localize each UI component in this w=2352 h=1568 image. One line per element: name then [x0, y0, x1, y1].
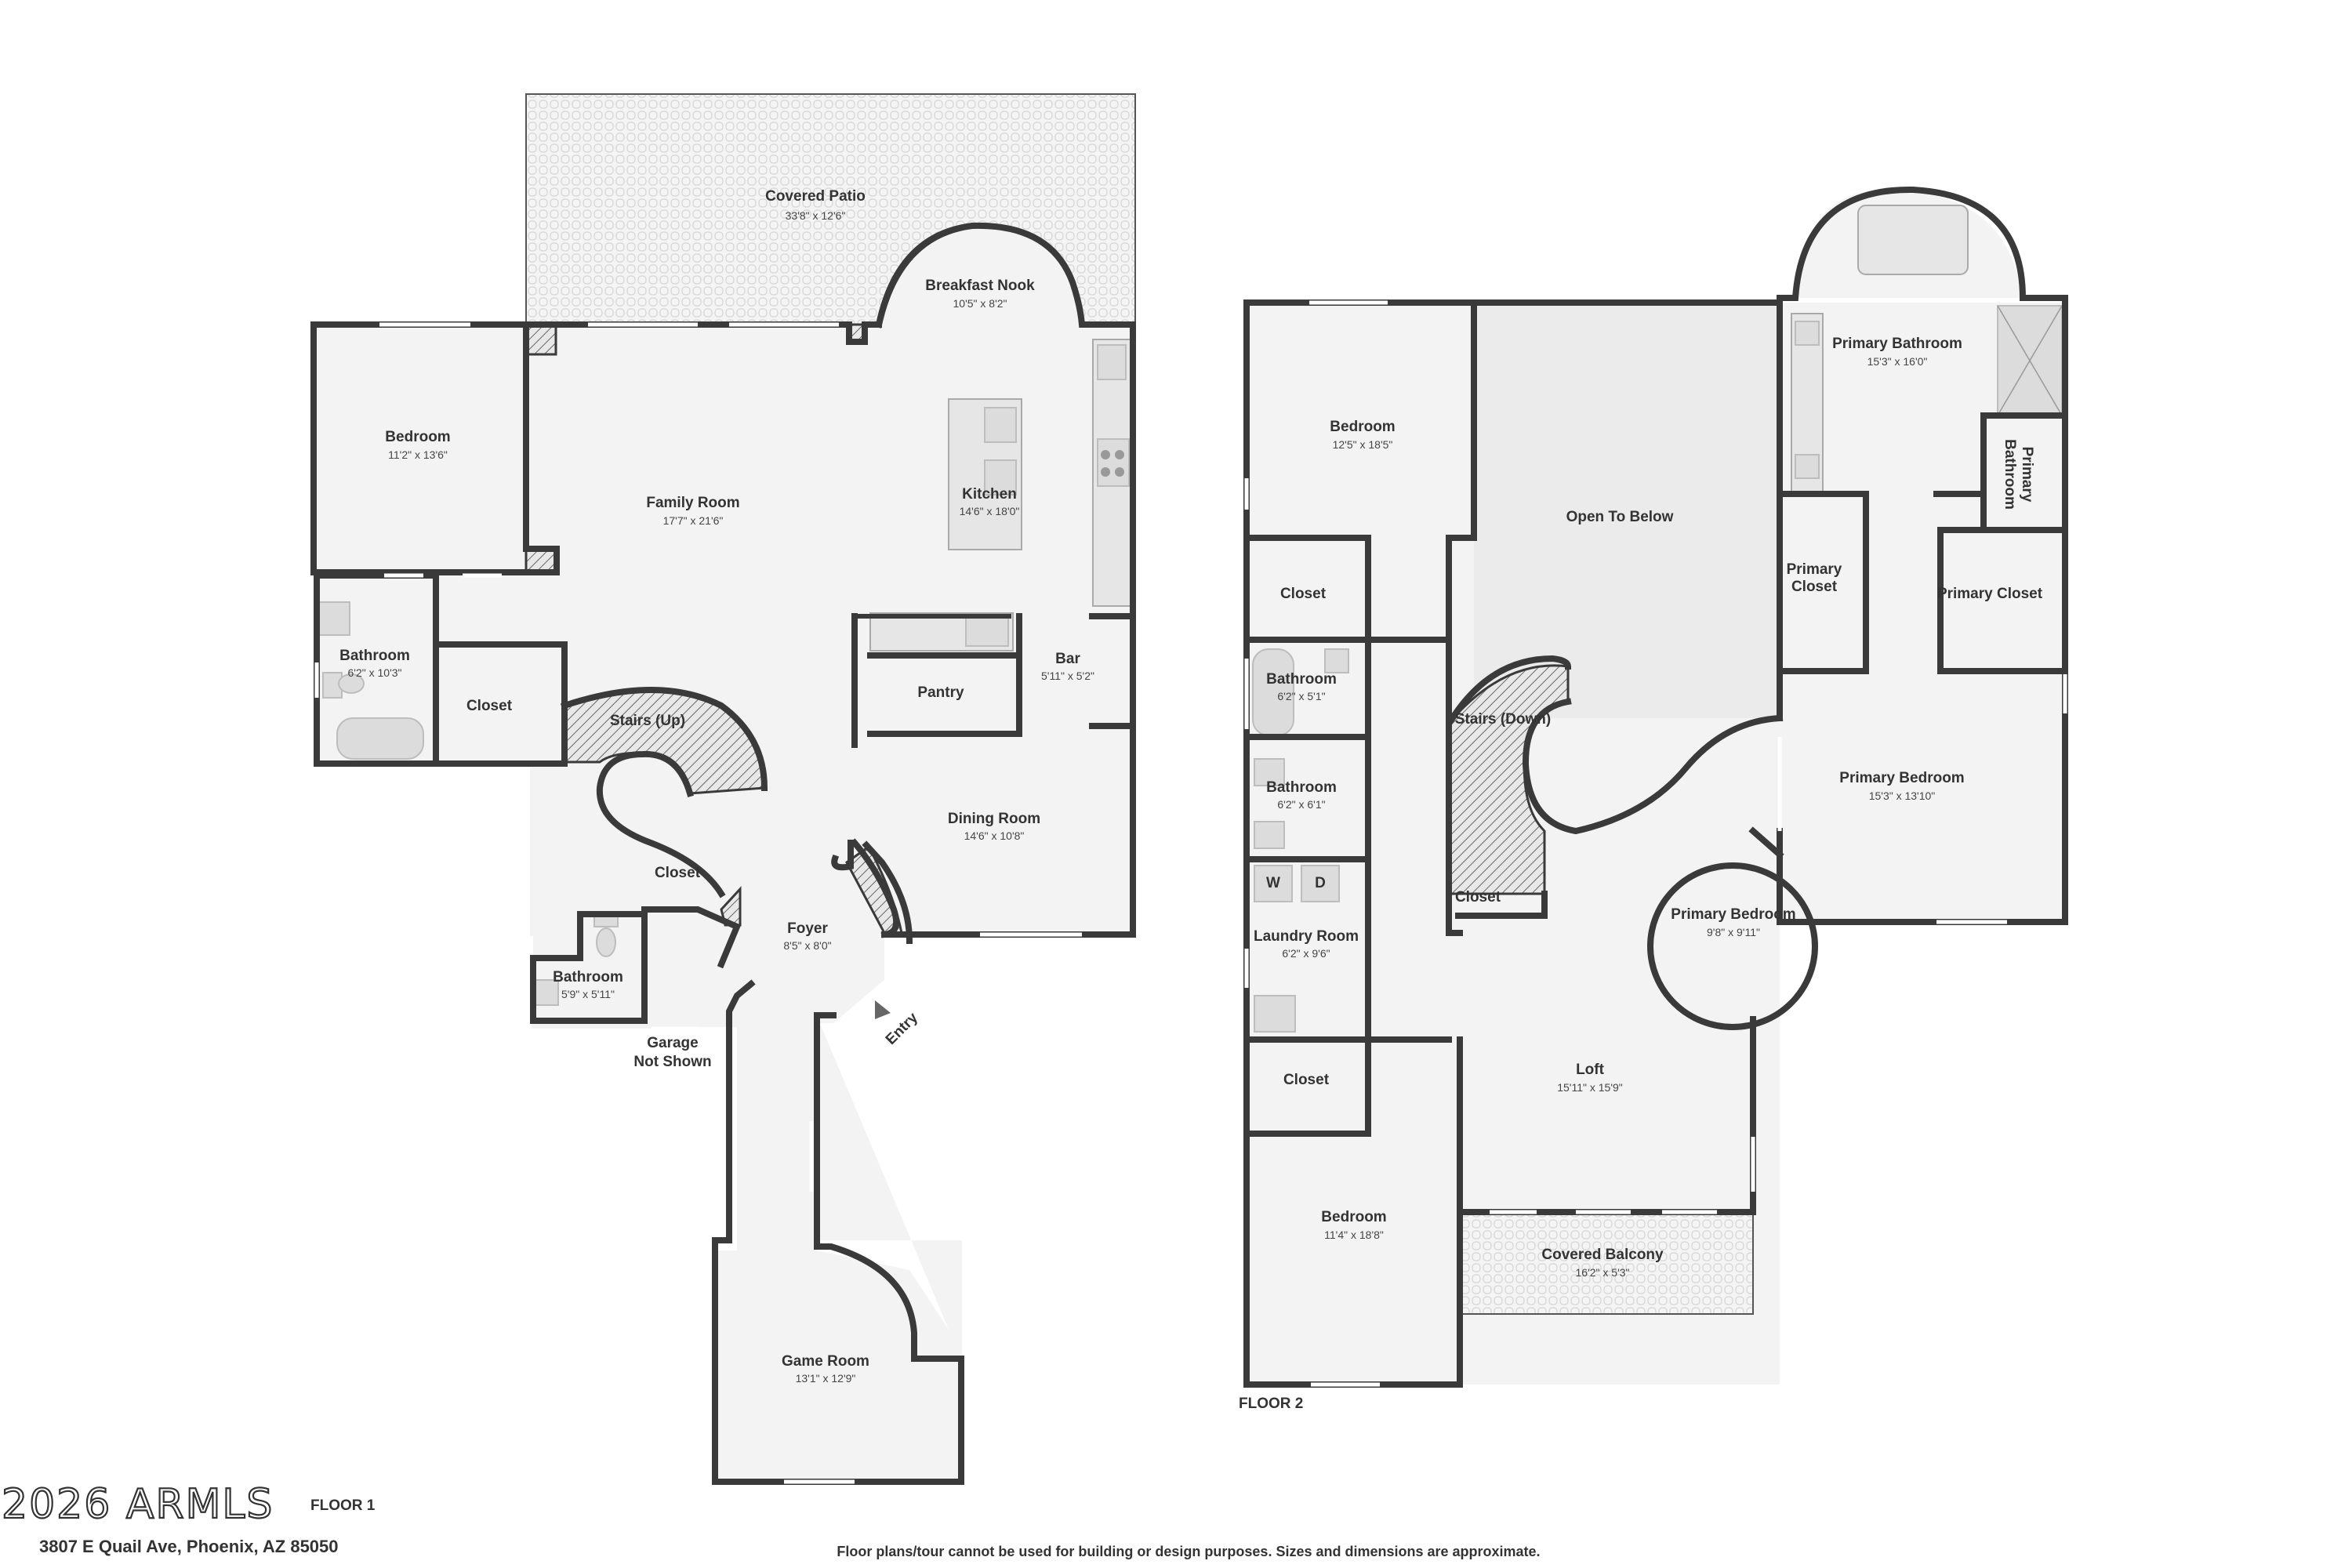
floor-2-windows: [1244, 300, 2067, 1387]
loft-dim: 15'11" x 15'9": [1557, 1081, 1623, 1094]
foyer-dim: 8'5" x 8'0": [783, 939, 831, 952]
primary-bathroom-label: Primary Bathroom: [1832, 336, 1962, 352]
primary-bathroom-small-label-1: Primary: [2019, 447, 2035, 503]
bedroom-1-dim: 11'2" x 13'6": [388, 448, 448, 461]
breakfast-nook-label: Breakfast Nook: [925, 278, 1035, 294]
covered-balcony-area: [1459, 1211, 1754, 1315]
closet-2-label: Closet: [655, 865, 701, 881]
armls-logo: 2026 ARMLS: [2, 1481, 274, 1528]
covered-balcony-dim: 16'2" x 5'3": [1576, 1266, 1630, 1279]
bedroom-1-label: Bedroom: [385, 429, 450, 445]
family-room-label: Family Room: [646, 495, 739, 511]
loft-label: Loft: [1576, 1062, 1605, 1078]
dryer-label: D: [1315, 875, 1326, 891]
bar-label: Bar: [1055, 651, 1080, 667]
game-room-label: Game Room: [782, 1353, 869, 1370]
bedroom-bottom-dim: 11'4" x 18'8": [1324, 1229, 1384, 1241]
foyer-label: Foyer: [787, 920, 828, 937]
closet-c-label: Closet: [1283, 1072, 1330, 1088]
primary-bedroom-round-label: Primary Bedroom: [1671, 906, 1795, 923]
primary-closet-right-label: Primary Closet: [1937, 586, 2043, 602]
disclaimer-text: Floor plans/tour cannot be used for buil…: [837, 1544, 1540, 1559]
bathroom-a-dim: 6'2" x 5'1": [1277, 690, 1325, 702]
primary-bathroom-dim: 15'3" x 16'0": [1867, 355, 1928, 368]
entry-label: Entry: [883, 1009, 921, 1047]
family-room-dim: 17'7" x 21'6": [663, 514, 724, 527]
open-to-below-area: [1474, 303, 1780, 718]
primary-bathroom-small-label-2: Bathroom: [2002, 439, 2018, 510]
bathroom-a-label: Bathroom: [1266, 671, 1337, 688]
floor-2-label: FLOOR 2: [1239, 1396, 1303, 1412]
bathroom-2-label: Bathroom: [553, 969, 623, 985]
dining-room-label: Dining Room: [948, 811, 1040, 827]
covered-patio-dim: 33'8" x 12'6": [786, 209, 846, 222]
bathroom-1-label: Bathroom: [339, 648, 410, 664]
kitchen-dim: 14'6" x 18'0": [960, 505, 1020, 517]
closet-b-label: Closet: [1455, 889, 1501, 906]
washer-label: W: [1266, 875, 1280, 891]
open-to-below-label: Open To Below: [1566, 509, 1674, 525]
closet-1-label: Closet: [466, 698, 513, 714]
bar-dim: 5'11" x 5'2": [1041, 670, 1094, 682]
game-room-dim: 13'1" x 12'9": [796, 1372, 856, 1385]
floor-2: [1243, 186, 2068, 1388]
laundry-room-label: Laundry Room: [1254, 928, 1359, 945]
floor-1: [310, 93, 1136, 1485]
garage-label: Garage: [647, 1035, 698, 1051]
primary-closet-left-label-1: Primary: [1787, 561, 1842, 578]
dining-room-dim: 14'6" x 10'8": [964, 829, 1025, 842]
stairs-down-label: Stairs (Down): [1455, 711, 1551, 728]
floor-2-walls: [1243, 186, 2068, 1388]
bedroom-top-label: Bedroom: [1330, 419, 1395, 435]
bathroom-1-dim: 6'2" x 10'3": [348, 666, 402, 679]
pantry-label: Pantry: [917, 684, 964, 701]
primary-closet-left-label-2: Closet: [1791, 579, 1838, 595]
laundry-room-dim: 6'2" x 9'6": [1282, 947, 1330, 960]
floor-1-label: FLOOR 1: [310, 1497, 376, 1514]
covered-balcony-label: Covered Balcony: [1541, 1247, 1664, 1263]
entry-arrow-icon: [875, 1000, 891, 1019]
bathroom-b-label: Bathroom: [1266, 779, 1337, 796]
bedroom-bottom-label: Bedroom: [1321, 1209, 1386, 1225]
floor-1-windows: [314, 322, 1082, 1484]
primary-bedroom-main-dim: 15'3" x 13'10": [1869, 789, 1936, 802]
breakfast-nook-dim: 10'5" x 8'2": [953, 297, 1007, 310]
covered-patio-label: Covered Patio: [765, 188, 866, 205]
bathroom-2-dim: 5'9" x 5'11": [561, 988, 615, 1000]
stairs-up-label: Stairs (Up): [610, 713, 685, 729]
closet-a-label: Closet: [1280, 586, 1327, 602]
address-text: 3807 E Quail Ave, Phoenix, AZ 85050: [39, 1537, 339, 1556]
bathroom-b-dim: 6'2" x 6'1": [1277, 798, 1325, 811]
primary-bedroom-main-label: Primary Bedroom: [1839, 770, 1964, 786]
bedroom-top-dim: 12'5" x 18'5": [1333, 438, 1393, 451]
primary-bedroom-round-dim: 9'8" x 9'11": [1707, 926, 1760, 938]
garage-not-shown-label: Not Shown: [633, 1054, 711, 1070]
kitchen-label: Kitchen: [962, 486, 1017, 503]
